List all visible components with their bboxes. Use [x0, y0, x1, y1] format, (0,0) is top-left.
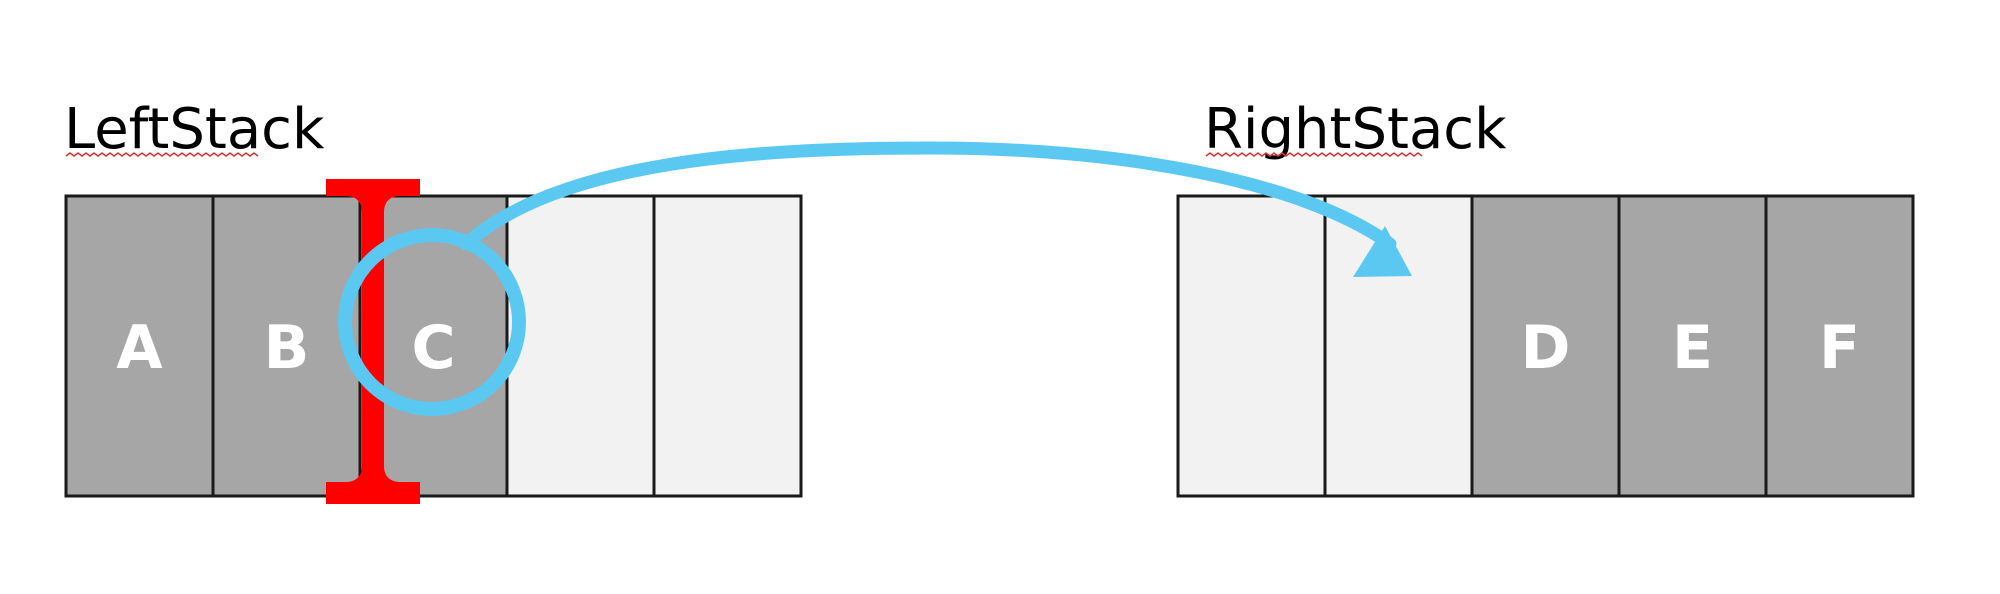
right-stack-slot-2	[1323, 194, 1474, 498]
slot-label-e: E	[1672, 313, 1713, 383]
left-stack-slot-4	[505, 194, 656, 498]
right-stack-title-spellcheck-underline	[1205, 152, 1423, 157]
left-stack-slot-1	[64, 194, 215, 498]
left-stack-title: LeftStack	[64, 97, 325, 162]
curved-arrow-C-to-right-stack	[459, 141, 1397, 251]
right-stack-title-group: RightStack	[1204, 97, 1507, 162]
left-stack-title-group: LeftStack	[64, 97, 325, 162]
slot-label-b: B	[264, 313, 310, 383]
circle-highlight-on-C	[338, 228, 526, 416]
slot-label-a: A	[116, 313, 163, 383]
left-stack-slot-2	[211, 194, 362, 498]
right-stack-slot-5	[1764, 194, 1915, 498]
slot-label-f: F	[1819, 313, 1860, 383]
left-stack: A B C	[64, 194, 803, 498]
text-cursor-i-beam-icon	[326, 179, 420, 504]
right-stack-slot-3	[1470, 194, 1621, 498]
arrow-head-icon	[1353, 226, 1412, 277]
slot-label-c: C	[411, 313, 455, 383]
left-stack-title-spellcheck-underline	[65, 152, 259, 157]
right-stack-slot-4	[1617, 194, 1768, 498]
right-stack: D E F	[1176, 194, 1915, 498]
left-stack-slot-5	[652, 194, 803, 498]
right-stack-title: RightStack	[1204, 97, 1507, 162]
slot-label-d: D	[1521, 313, 1571, 383]
right-stack-slot-1	[1176, 194, 1327, 498]
